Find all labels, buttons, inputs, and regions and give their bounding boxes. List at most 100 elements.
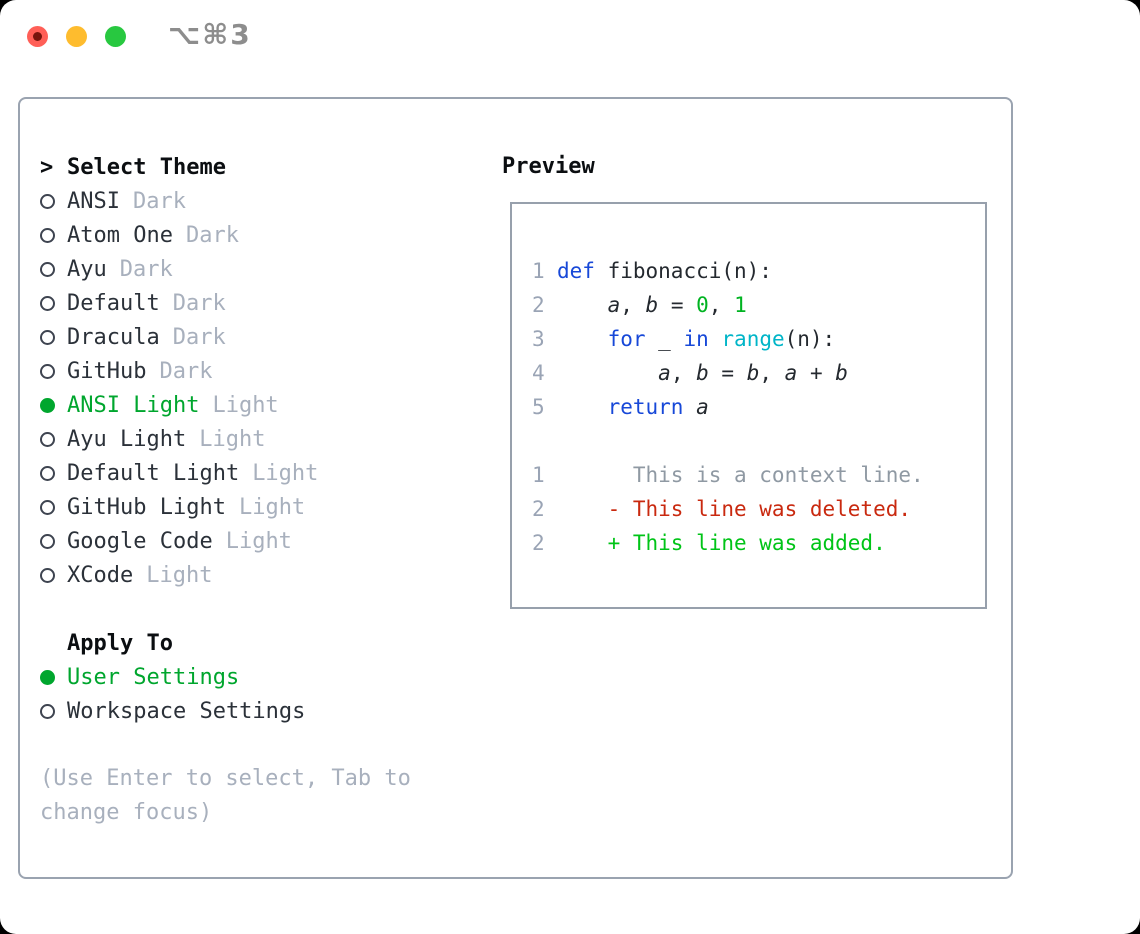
line-number: 2 bbox=[532, 531, 545, 555]
code-token: = bbox=[658, 293, 697, 317]
code-line: 2 a, b = 0, 1 bbox=[532, 288, 985, 322]
code-line: 3 for _ in range(n): bbox=[532, 322, 985, 356]
window-title: ⌥⌘3 bbox=[168, 18, 252, 51]
code-token: a bbox=[784, 361, 798, 385]
radio-icon bbox=[40, 261, 67, 277]
option-variant-label: Dark bbox=[185, 222, 239, 248]
apply-to-option[interactable]: User Settings bbox=[40, 660, 460, 694]
theme-option[interactable]: Default Dark bbox=[40, 286, 460, 320]
code-token bbox=[557, 356, 658, 390]
focus-arrow-icon: > bbox=[40, 154, 54, 180]
option-variant-label: Light bbox=[238, 494, 306, 520]
radio-icon bbox=[40, 703, 67, 719]
line-number: 1 bbox=[532, 259, 545, 283]
radio-icon bbox=[40, 465, 67, 481]
selected-radio-icon bbox=[40, 669, 67, 685]
option-variant-label: Light bbox=[212, 392, 279, 418]
code-token: range bbox=[721, 327, 785, 351]
option-label: Atom One bbox=[67, 222, 173, 248]
line-number: 1 bbox=[532, 463, 545, 487]
option-variant-label: Light bbox=[199, 426, 266, 452]
option-label: Dracula bbox=[67, 324, 160, 350]
code-token: - This line was deleted. bbox=[557, 497, 912, 521]
titlebar-traffic-lights bbox=[27, 26, 126, 47]
section-gap bbox=[40, 728, 460, 762]
theme-option[interactable]: Atom One Dark bbox=[40, 218, 460, 252]
code-token: (n): bbox=[784, 327, 836, 351]
radio-icon bbox=[40, 363, 67, 379]
radio-icon bbox=[40, 431, 67, 447]
theme-option[interactable]: XCode Light bbox=[40, 558, 460, 592]
theme-option[interactable]: ANSI Light Light bbox=[40, 388, 460, 422]
code-token bbox=[557, 288, 608, 322]
theme-option[interactable]: Dracula Dark bbox=[40, 320, 460, 354]
line-number: 5 bbox=[532, 395, 545, 419]
option-label: Default bbox=[67, 290, 160, 316]
option-label: ANSI bbox=[67, 188, 120, 214]
option-label: Google Code bbox=[67, 528, 213, 554]
radio-icon bbox=[40, 193, 67, 209]
option-label: XCode bbox=[67, 562, 134, 588]
radio-icon bbox=[40, 227, 67, 243]
apply-to-title: Apply To bbox=[67, 630, 173, 656]
diff-preview-block: 1 This is a context line.2 - This line w… bbox=[532, 458, 985, 560]
code-token: def bbox=[557, 259, 595, 283]
option-variant-label: Dark bbox=[159, 358, 213, 384]
line-number: 2 bbox=[532, 293, 545, 317]
section-gap bbox=[40, 592, 460, 626]
theme-option[interactable]: Ayu Dark bbox=[40, 252, 460, 286]
option-variant-label: Light bbox=[252, 460, 319, 486]
theme-option[interactable]: ANSI Dark bbox=[40, 184, 460, 218]
code-token bbox=[557, 390, 608, 424]
zoom-button[interactable] bbox=[105, 26, 126, 47]
close-button[interactable] bbox=[27, 26, 48, 47]
code-line: 4 a, b = b, a + b bbox=[532, 356, 985, 390]
option-label: ANSI Light bbox=[67, 392, 200, 418]
code-token: This is a context line. bbox=[557, 463, 924, 487]
radio-icon bbox=[40, 567, 67, 583]
code-token bbox=[557, 322, 608, 356]
code-token: 1 bbox=[734, 293, 747, 317]
code-token: b bbox=[645, 293, 659, 317]
code-token: _ bbox=[645, 327, 684, 351]
preview-title: Preview bbox=[502, 154, 595, 179]
option-variant-label: Dark bbox=[119, 256, 173, 282]
option-variant-label: Dark bbox=[172, 290, 226, 316]
code-token: b bbox=[835, 361, 848, 385]
code-line: 2 - This line was deleted. bbox=[532, 492, 985, 526]
select-theme-title: Select Theme bbox=[67, 154, 226, 180]
code-token: for bbox=[607, 327, 646, 351]
option-label: Ayu bbox=[67, 256, 107, 282]
code-token: , bbox=[670, 361, 697, 385]
option-variant-label: Dark bbox=[172, 324, 226, 350]
select-theme-header-row: > Select Theme bbox=[40, 150, 460, 184]
code-token: , bbox=[759, 361, 785, 385]
line-number: 3 bbox=[532, 327, 545, 351]
radio-icon bbox=[40, 499, 67, 515]
code-line: 1 This is a context line. bbox=[532, 458, 985, 492]
code-token: b bbox=[746, 361, 760, 385]
code-line: 1 def fibonacci(n): bbox=[532, 254, 985, 288]
code-token: return bbox=[607, 395, 684, 419]
code-token: fibonacci(n): bbox=[594, 259, 772, 283]
apply-to-option[interactable]: Workspace Settings bbox=[40, 694, 460, 728]
option-label: Workspace Settings bbox=[67, 698, 306, 724]
minimize-button[interactable] bbox=[66, 26, 87, 47]
code-token: 0 bbox=[696, 293, 709, 317]
line-number: 2 bbox=[532, 497, 545, 521]
code-token: + This line was added. bbox=[557, 531, 886, 555]
radio-icon bbox=[40, 533, 67, 549]
option-variant-label: Light bbox=[225, 528, 292, 554]
apply-to-header-row: Apply To bbox=[40, 626, 460, 660]
theme-option[interactable]: Google Code Light bbox=[40, 524, 460, 558]
option-variant-label: Light bbox=[146, 562, 213, 588]
code-line: 5 return a bbox=[532, 390, 985, 424]
option-variant-label: Dark bbox=[132, 188, 186, 214]
